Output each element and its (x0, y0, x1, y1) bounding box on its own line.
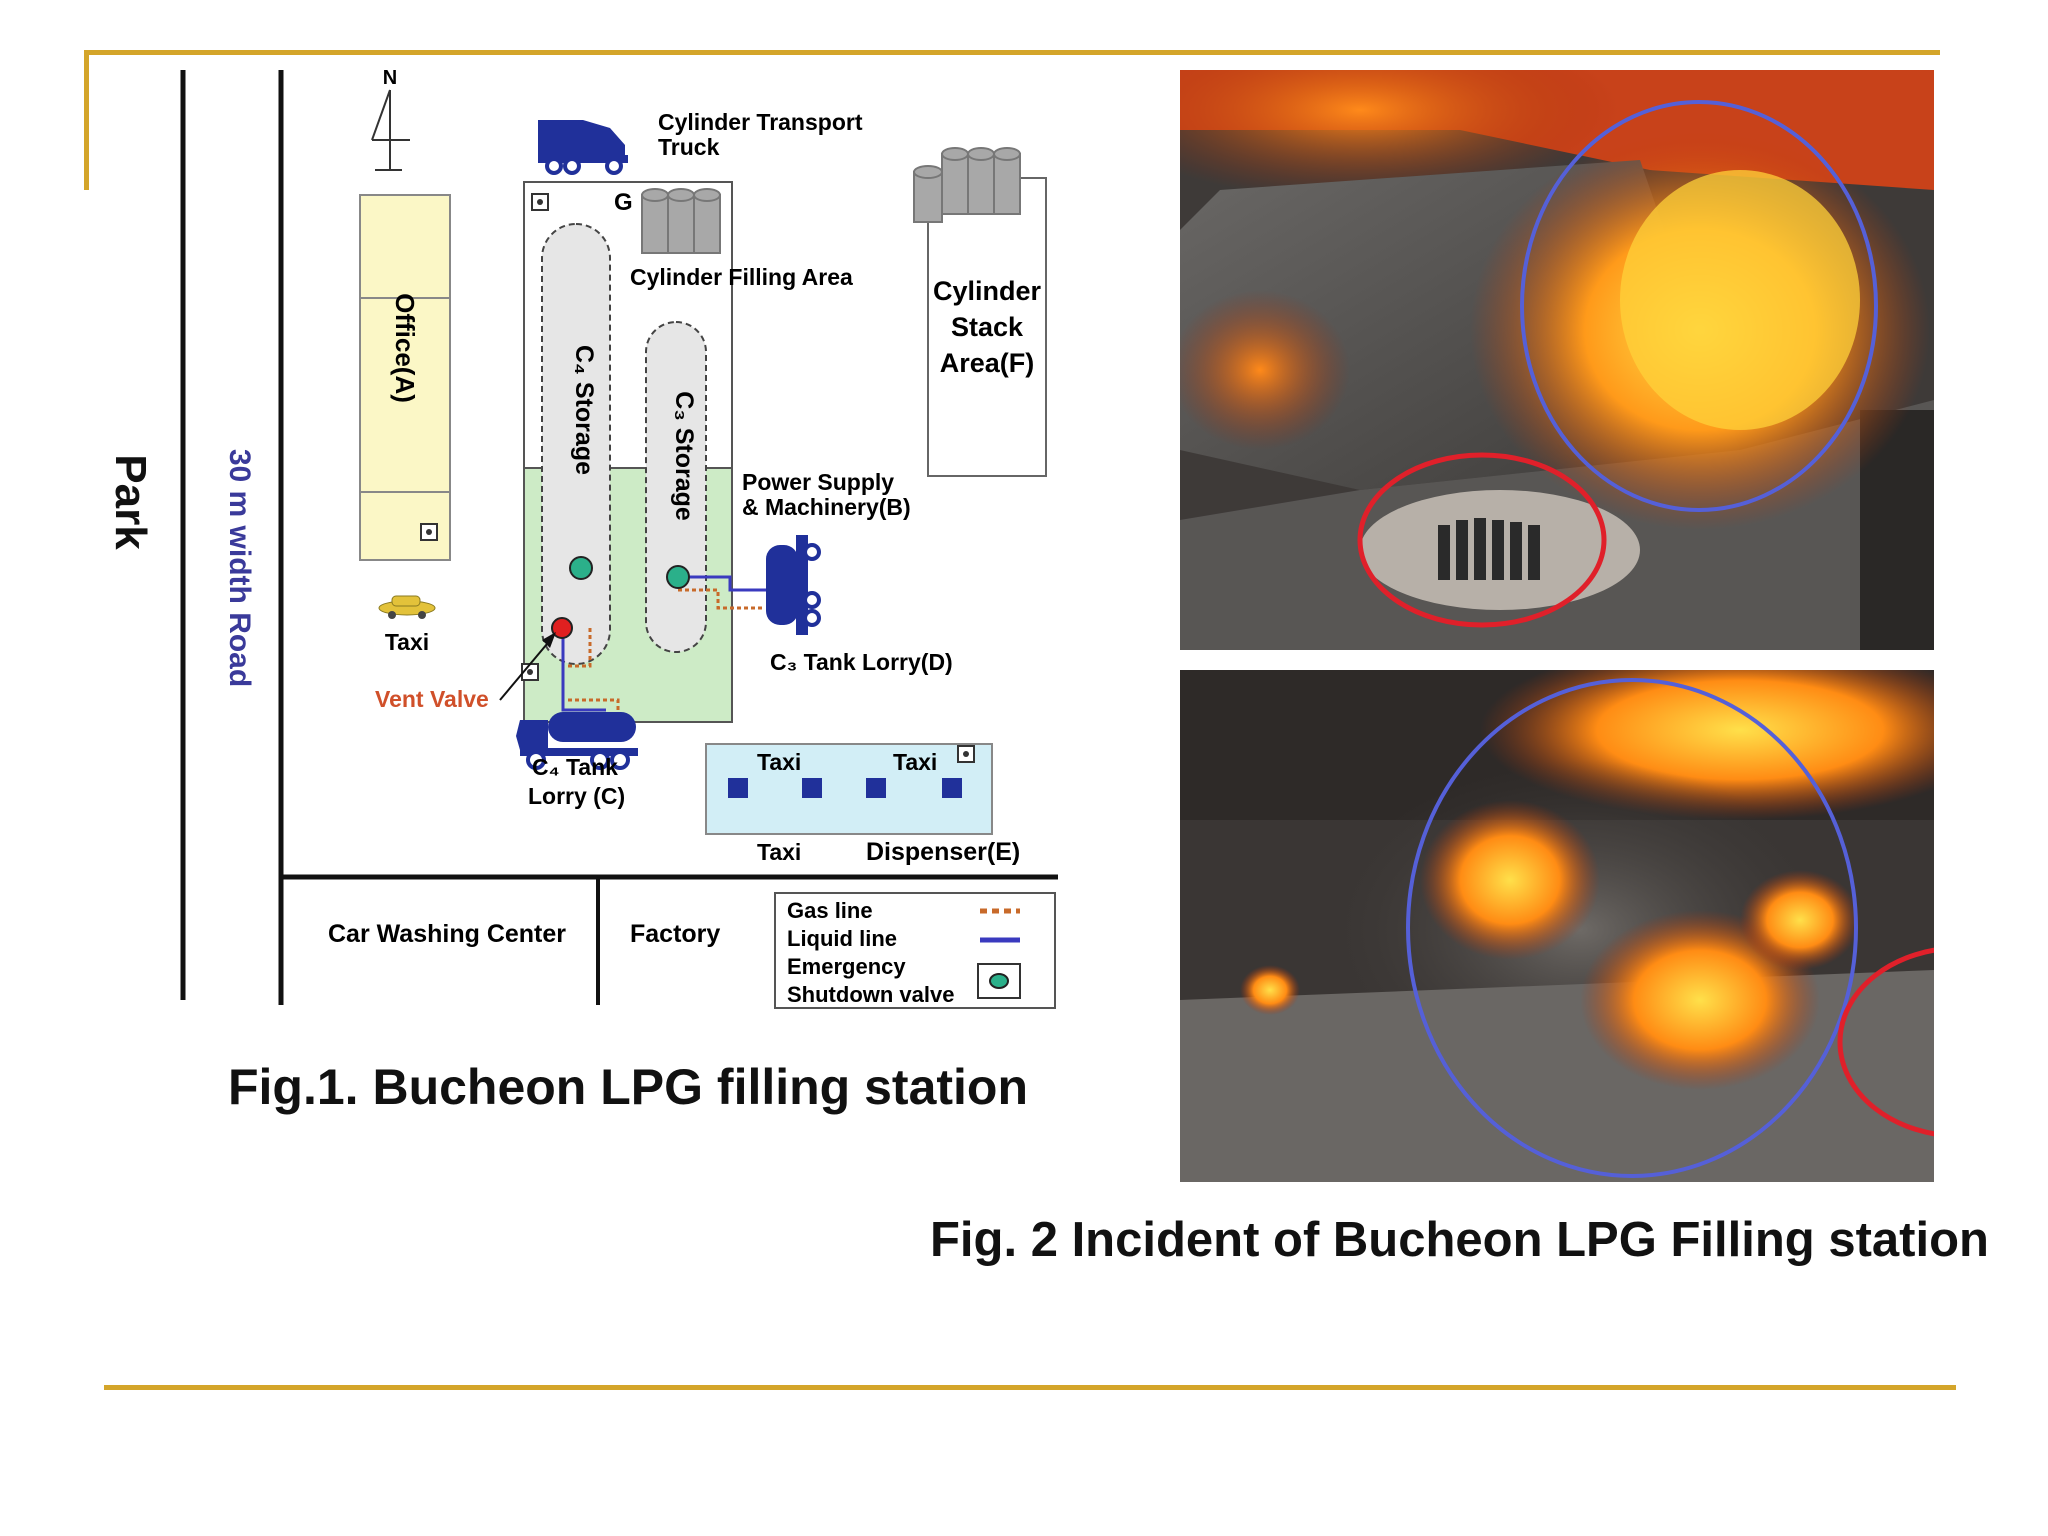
vent-valve-label: Vent Valve (375, 686, 489, 712)
car-wash-label: Car Washing Center (328, 920, 566, 948)
power-supply-label-line2: & Machinery(B) (742, 494, 911, 520)
hazard-circle-red-2 (1837, 947, 1934, 1137)
legend-liquid-line-label: Liquid line (787, 926, 897, 951)
stack-area-label-line2: Stack (951, 312, 1024, 342)
c4-storage-label: C₄ Storage (570, 345, 598, 475)
factory-label: Factory (630, 920, 720, 948)
c4-liquid-line (561, 628, 606, 712)
road-label: 30 m width Road (223, 449, 256, 687)
taxi-car-icon (378, 595, 436, 619)
dispenser-pump-4 (942, 778, 962, 798)
office-label: Office(A) (390, 293, 420, 403)
incident-photo-bottom (1180, 670, 1934, 1182)
dispenser-pump-3 (866, 778, 886, 798)
marker-g: G (614, 189, 633, 216)
top-gold-rule (84, 50, 1940, 55)
stack-area-label-line1: Cylinder (933, 276, 1042, 306)
c3-tank-lorry-icon (766, 535, 821, 635)
dispenser-taxi-label-1: Taxi (757, 749, 801, 775)
filling-area-label: Cylinder Filling Area (630, 264, 853, 290)
cylinder-transport-truck-icon (538, 120, 628, 175)
c4-tank-lorry-icon (516, 712, 638, 770)
truck-label-line2: Truck (658, 134, 720, 160)
legend: Gas line Liquid line Emergency Shutdown … (774, 892, 1056, 1009)
legend-emergency-label-line2: Shutdown valve (787, 982, 954, 1007)
legend-emergency-label-line1: Emergency (787, 954, 906, 979)
top-gold-tick (84, 50, 89, 190)
c3-storage-label: C₃ Storage (670, 391, 698, 521)
stacked-cylinders-icon (913, 147, 1021, 223)
north-label: N (383, 67, 397, 89)
dispenser-pump-1 (728, 778, 748, 798)
taxi-label: Taxi (385, 629, 429, 655)
park-label: Park (106, 454, 155, 550)
filling-area-cylinders-icon (641, 188, 721, 254)
incident-photo-top (1180, 70, 1934, 650)
legend-gas-line-label: Gas line (787, 898, 873, 923)
legend-valve-swatch-icon (989, 973, 1009, 989)
c3-gas-line (678, 588, 762, 610)
vent-valve-icon (551, 617, 573, 639)
hazard-circle-red-1 (1357, 452, 1607, 628)
site-plan-diagram: N Park 30 m width Road Office(A) Cylinde… (90, 60, 1090, 1020)
c3-shutdown-valve-icon (666, 565, 690, 589)
dispenser-taxi-label-3: Taxi (757, 839, 801, 865)
c4-storage-tank (541, 223, 611, 665)
stack-area-label-line3: Area(F) (940, 348, 1035, 378)
power-supply-label-line1: Power Supply (742, 469, 894, 495)
c4-lorry-label-line1: C₄ Tank (532, 754, 618, 780)
dispenser-label: Dispenser(E) (866, 838, 1020, 866)
hazard-circle-blue-2 (1406, 678, 1858, 1178)
c3-liquid-line (678, 575, 770, 592)
c4-shutdown-valve-icon (569, 556, 593, 580)
c3-lorry-label: C₃ Tank Lorry(D) (770, 649, 953, 675)
c3-storage-tank (645, 321, 707, 653)
dispenser-pump-2 (802, 778, 822, 798)
hazard-circle-blue-1 (1520, 100, 1878, 512)
vent-valve-pointer (499, 637, 553, 701)
cylinder-stack-area (927, 177, 1047, 477)
truck-label-line1: Cylinder Transport (658, 109, 863, 135)
office-building (359, 194, 451, 561)
figure-2-caption: Fig. 2 Incident of Bucheon LPG Filling s… (930, 1213, 1989, 1267)
dispenser-taxi-label-2: Taxi (893, 749, 937, 775)
north-arrow-icon (371, 89, 410, 171)
figure-1-caption: Fig.1. Bucheon LPG filling station (228, 1059, 1028, 1115)
c4-lorry-label-line2: Lorry (C) (528, 783, 625, 809)
bottom-gold-rule (104, 1385, 1956, 1390)
